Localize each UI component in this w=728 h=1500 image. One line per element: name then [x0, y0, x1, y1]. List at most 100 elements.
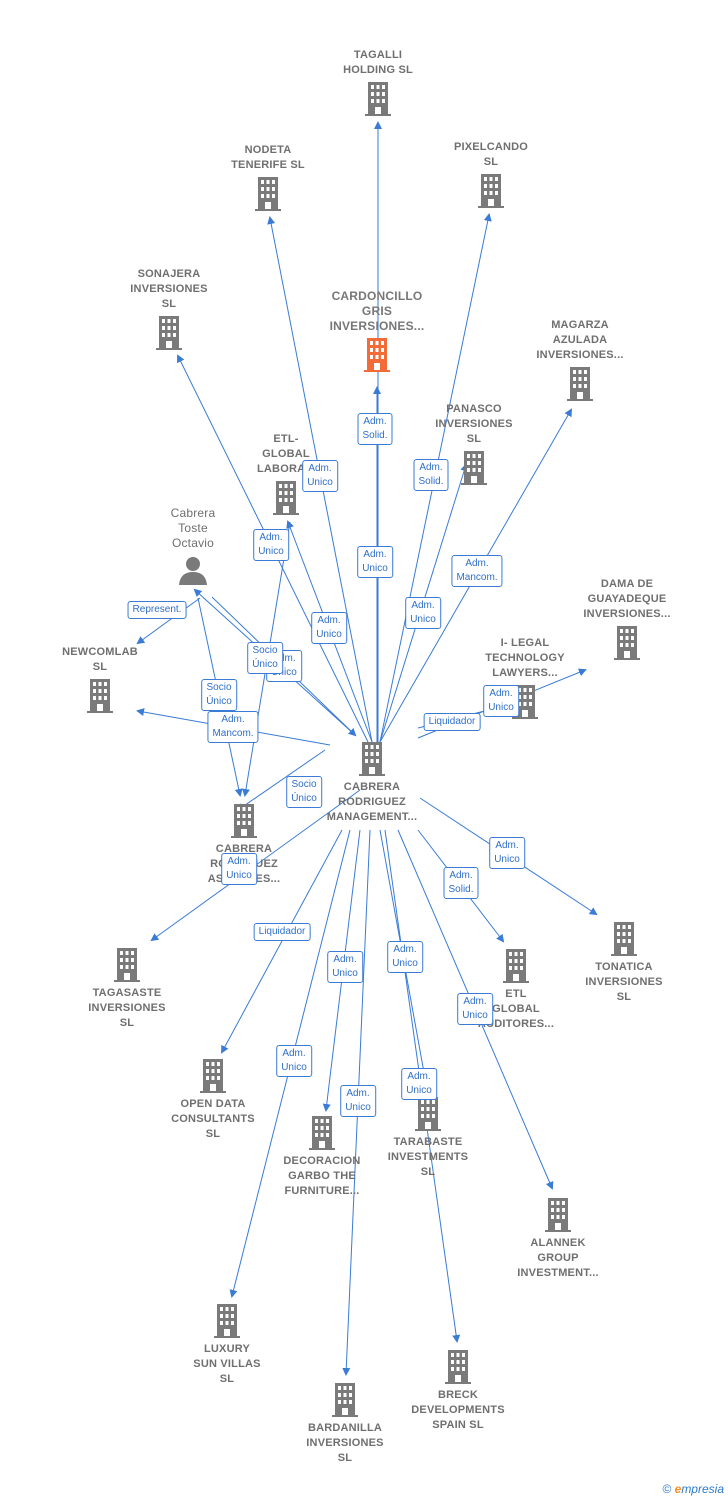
node-alannek[interactable]: ALANNEK GROUP INVESTMENT... — [488, 1198, 628, 1281]
relation-label[interactable]: Adm. Unico — [253, 529, 289, 561]
node-pixelcando[interactable]: PIXELCANDO SL — [421, 140, 561, 208]
relation-label[interactable]: Adm. Mancom. — [451, 555, 503, 587]
node-luxury[interactable]: LUXURY SUN VILLAS SL — [157, 1304, 297, 1387]
building-icon — [445, 1350, 471, 1384]
node-breck[interactable]: BRECK DEVELOPMENTS SPAIN SL — [388, 1350, 528, 1433]
node-tarabaste[interactable]: TARABASTE INVESTMENTS SL — [358, 1097, 498, 1180]
building-icon — [309, 1116, 335, 1150]
building-icon — [359, 742, 385, 776]
relation-label[interactable]: Represent. — [127, 601, 187, 619]
relation-label[interactable]: Adm. Unico — [489, 837, 525, 869]
building-icon — [614, 626, 640, 660]
node-panasco[interactable]: PANASCO INVERSIONES SL — [404, 402, 544, 485]
building-icon — [611, 922, 637, 956]
node-label: MAGARZA AZULADA INVERSIONES... — [536, 319, 624, 361]
relation-label[interactable]: Socio Único — [286, 776, 322, 808]
relation-label[interactable]: Adm. Unico — [276, 1045, 312, 1077]
building-icon — [273, 481, 299, 515]
relation-label[interactable]: Adm. Unico — [340, 1085, 376, 1117]
node-opendata[interactable]: OPEN DATA CONSULTANTS SL — [143, 1059, 283, 1142]
node-label: ALANNEK GROUP INVESTMENT... — [517, 1237, 599, 1279]
node-center-cabrera-management[interactable]: CABRERA RODRIGUEZ MANAGEMENT... — [302, 742, 442, 825]
relation-label[interactable]: Adm. Unico — [357, 546, 393, 578]
node-ilegal[interactable]: I- LEGAL TECHNOLOGY LAWYERS... — [455, 636, 595, 719]
relation-label[interactable]: Adm. Unico — [405, 597, 441, 629]
node-tagalli[interactable]: TAGALLI HOLDING SL — [308, 48, 448, 116]
node-label: I- LEGAL TECHNOLOGY LAWYERS... — [485, 637, 565, 679]
building-icon-highlighted — [364, 338, 390, 372]
node-label: LUXURY SUN VILLAS SL — [193, 1343, 261, 1385]
relation-label[interactable]: Liquidador — [253, 923, 311, 941]
relation-label[interactable]: Adm. Unico — [457, 993, 493, 1025]
relation-label[interactable]: Adm. Unico — [401, 1068, 437, 1100]
building-icon — [545, 1198, 571, 1232]
relation-label[interactable]: Adm. Unico — [302, 460, 338, 492]
node-decoracion[interactable]: DECORACION GARBO THE FURNITURE... — [252, 1116, 392, 1199]
node-etl-laboral[interactable]: ETL- GLOBAL LABORA... — [216, 432, 356, 515]
node-nodeta[interactable]: NODETA TENERIFE SL — [198, 143, 338, 211]
node-sonajera[interactable]: SONAJERA INVERSIONES SL — [99, 267, 239, 350]
relation-label[interactable]: Adm. Unico — [327, 951, 363, 983]
brand-logo-text: mpresia — [681, 1482, 724, 1496]
relation-label[interactable]: Liquidador — [423, 713, 481, 731]
node-label: BRECK DEVELOPMENTS SPAIN SL — [411, 1389, 505, 1431]
person-label: Cabrera Toste Octavio — [170, 506, 216, 550]
building-icon — [214, 1304, 240, 1338]
node-label: CARDONCILLO GRIS INVERSIONES... — [329, 289, 425, 333]
person-icon — [179, 557, 207, 585]
node-cardoncillo-focus[interactable]: CARDONCILLO GRIS INVERSIONES... — [307, 289, 447, 372]
node-bardanilla[interactable]: BARDANILLA INVERSIONES SL — [275, 1383, 415, 1466]
node-label: DECORACION GARBO THE FURNITURE... — [283, 1155, 361, 1197]
building-icon — [114, 948, 140, 982]
edge-line — [136, 597, 201, 645]
relation-label[interactable]: Adm. Unico — [483, 685, 519, 717]
building-icon — [478, 174, 504, 208]
building-icon — [332, 1383, 358, 1417]
building-icon — [365, 82, 391, 116]
relation-label[interactable]: Adm. Solid. — [357, 413, 393, 445]
relation-label[interactable]: Adm. Unico — [221, 853, 257, 885]
node-label: ETL GLOBAL AUDITORES... — [477, 988, 555, 1030]
node-etl-auditores[interactable]: ETL GLOBAL AUDITORES... — [446, 949, 586, 1032]
node-label: DAMA DE GUAYADEQUE INVERSIONES... — [583, 578, 671, 620]
building-icon — [156, 316, 182, 350]
node-label: BARDANILLA INVERSIONES SL — [306, 1422, 384, 1464]
brand-logo-e: e — [674, 1482, 682, 1496]
building-icon — [567, 367, 593, 401]
empresia-footer: © empresia — [662, 1482, 724, 1496]
building-icon — [415, 1097, 441, 1131]
relation-label[interactable]: Adm. Unico — [311, 612, 347, 644]
relation-label[interactable]: Adm. Mancom. — [207, 711, 259, 743]
node-label: PANASCO INVERSIONES SL — [435, 403, 513, 445]
node-dama[interactable]: DAMA DE GUAYADEQUE INVERSIONES... — [557, 577, 697, 660]
relation-label[interactable]: Adm. Solid. — [413, 459, 449, 491]
node-person-cabrera[interactable]: Cabrera Toste Octavio — [123, 506, 263, 585]
node-label: CABRERA RODRIGUEZ MANAGEMENT... — [326, 781, 418, 823]
relation-label[interactable]: Adm. Solid. — [443, 867, 479, 899]
relation-label[interactable]: Socio Único — [247, 642, 283, 674]
node-label: OPEN DATA CONSULTANTS SL — [171, 1098, 255, 1140]
node-label: TAGALLI HOLDING SL — [343, 49, 413, 76]
node-label: NODETA TENERIFE SL — [231, 144, 305, 171]
edge-line — [236, 749, 326, 812]
node-label: SONAJERA INVERSIONES SL — [130, 268, 208, 310]
building-icon — [231, 804, 257, 838]
node-magarza[interactable]: MAGARZA AZULADA INVERSIONES... — [510, 318, 650, 401]
node-label: NEWCOMLAB SL — [62, 646, 138, 673]
node-newcomlab[interactable]: NEWCOMLAB SL — [30, 645, 170, 713]
building-icon — [200, 1059, 226, 1093]
building-icon — [512, 685, 538, 719]
node-tonatica[interactable]: TONATICA INVERSIONES SL — [554, 922, 694, 1005]
copyright-symbol: © — [662, 1482, 672, 1496]
building-icon — [255, 177, 281, 211]
node-label: TAGASASTE INVERSIONES SL — [88, 987, 166, 1029]
relation-label[interactable]: Adm. Unico — [387, 941, 423, 973]
node-label: ETL- GLOBAL LABORA... — [256, 433, 316, 475]
relation-label[interactable]: Socio Único — [201, 679, 237, 711]
node-tagasaste[interactable]: TAGASASTE INVERSIONES SL — [57, 948, 197, 1031]
node-label: TARABASTE INVESTMENTS SL — [387, 1136, 469, 1178]
edge-line — [221, 829, 343, 1054]
building-icon — [503, 949, 529, 983]
building-icon — [87, 679, 113, 713]
node-label: TONATICA INVERSIONES SL — [585, 961, 663, 1003]
